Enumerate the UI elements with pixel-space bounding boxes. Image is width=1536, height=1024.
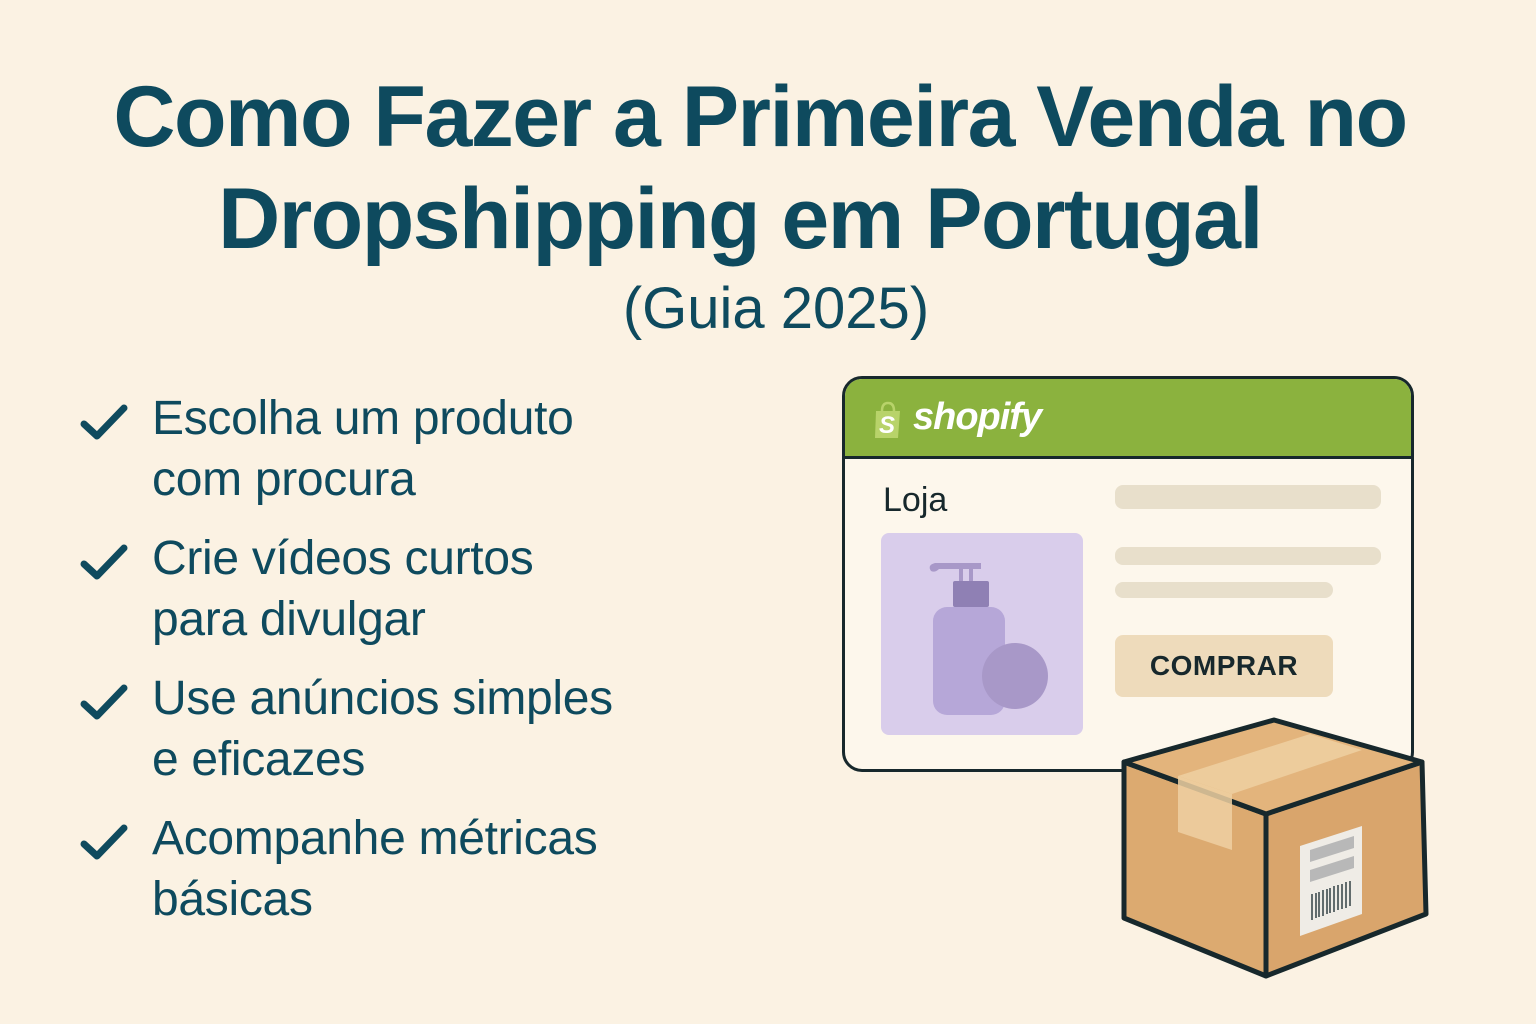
check-icon (80, 684, 128, 720)
checklist-item: Escolha um produto com procura (80, 388, 720, 510)
checklist-item: Use anúncios simples e eficazes (80, 668, 720, 790)
checklist-item: Crie vídeos curtos para divulgar (80, 528, 720, 650)
page-title-line-2: Dropshipping em Portugal (218, 171, 1263, 267)
check-icon (80, 824, 128, 860)
checklist-item-line-2: com procura (152, 453, 416, 506)
check-icon (80, 404, 128, 440)
checklist-item-line-1: Escolha um produto (152, 392, 574, 445)
placeholder-text-line (1115, 582, 1333, 598)
store-window-mockup: S shopify Loja COMPRAR (842, 376, 1414, 772)
cardboard-box-icon (1121, 717, 1429, 979)
checklist-item-line-2: e eficazes (152, 733, 366, 786)
page-title-line-1: Como Fazer a Primeira Venda no (113, 69, 1408, 165)
checklist-item: Acompanhe métricas básicas (80, 808, 720, 930)
checklist-item-line-1: Crie vídeos curtos (152, 532, 534, 585)
shopify-bag-icon: S (875, 401, 900, 439)
soap-bottle-icon (929, 563, 1048, 715)
shipping-label (1300, 826, 1362, 936)
buy-button[interactable]: COMPRAR (1115, 635, 1333, 697)
checklist: Escolha um produto com procura Crie víde… (80, 388, 720, 948)
shopify-logo-text: shopify (913, 396, 1042, 438)
store-label: Loja (883, 481, 948, 519)
product-image[interactable] (881, 533, 1083, 735)
store-header: S shopify (845, 379, 1411, 459)
placeholder-text-line (1115, 547, 1381, 565)
checklist-item-line-1: Use anúncios simples (152, 672, 613, 725)
checklist-item-line-2: para divulgar (152, 593, 426, 646)
check-icon (80, 544, 128, 580)
svg-text:S: S (879, 412, 895, 439)
page-subtitle: (Guia 2025) (622, 276, 930, 341)
placeholder-text-line (1115, 485, 1381, 509)
checklist-item-line-1: Acompanhe métricas (152, 812, 598, 865)
checklist-item-line-2: básicas (152, 873, 313, 926)
